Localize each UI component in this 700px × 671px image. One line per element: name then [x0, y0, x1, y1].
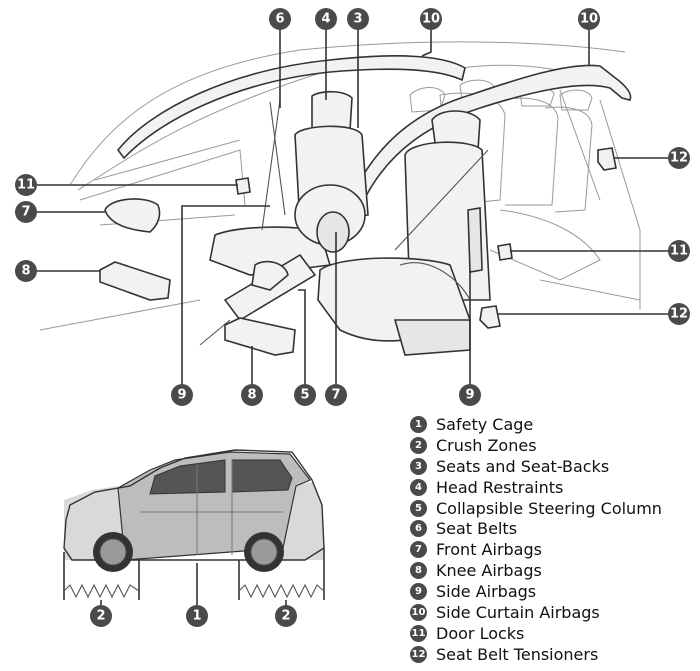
callout-8-a-label: 8	[21, 264, 30, 279]
callout-2-rear-label: 2	[281, 609, 290, 624]
callout-11-b-label: 11	[670, 244, 688, 259]
callout-5: 5	[294, 384, 316, 406]
door-lock-rear	[497, 243, 513, 261]
legend-item-head-restraints: 4 Head Restraints	[410, 477, 695, 498]
tensioner-rear	[597, 147, 617, 171]
front-airbag-passenger	[104, 198, 161, 233]
callout-11-a-label: 11	[17, 178, 35, 193]
callout-7-a: 7	[15, 201, 37, 223]
callout-7-b: 7	[325, 384, 347, 406]
legend-label: Side Airbags	[436, 582, 537, 602]
legend-item-seats: 3 Seats and Seat-Backs	[410, 456, 695, 477]
legend-item-side-curtain-airbags: 10 Side Curtain Airbags	[410, 602, 695, 623]
legend-item-seat-belts: 6 Seat Belts	[410, 518, 695, 539]
steering-column	[199, 184, 366, 346]
callout-12-b-label: 12	[670, 307, 688, 322]
leader-lines	[37, 29, 679, 384]
callout-8-a: 8	[15, 260, 37, 282]
legend-label: Front Airbags	[436, 540, 542, 560]
callout-5-label: 5	[300, 388, 309, 403]
callout-11-a: 11	[15, 174, 37, 196]
callout-6: 6	[269, 8, 291, 30]
front-passenger-seat	[209, 90, 369, 276]
callout-10-b: 10	[578, 8, 600, 30]
legend-number: 10	[410, 603, 427, 621]
callout-3: 3	[347, 8, 369, 30]
callout-4: 4	[315, 8, 337, 30]
legend-item-knee-airbags: 8 Knee Airbags	[410, 560, 695, 581]
legend-label: Seat Belts	[436, 519, 518, 539]
callout-7-a-label: 7	[21, 205, 30, 220]
legend-label: Side Curtain Airbags	[436, 602, 600, 622]
legend-label: Door Locks	[436, 623, 525, 643]
legend-label: Seat Belt Tensioners	[436, 644, 599, 664]
side-airbag-driver	[467, 207, 483, 273]
callout-2-front-label: 2	[96, 609, 105, 624]
callout-1-label: 1	[192, 609, 201, 624]
callout-9-a: 9	[171, 384, 193, 406]
legend-item-belt-tensioners: 12 Seat Belt Tensioners	[410, 644, 695, 665]
callout-8-b: 8	[241, 384, 263, 406]
tensioner-front	[479, 305, 501, 329]
legend-item-crush-zones: 2 Crush Zones	[410, 435, 695, 456]
legend: 1 Safety Cage 2 Crush Zones 3 Seats and …	[410, 414, 695, 665]
callout-2-rear: 2	[275, 605, 297, 627]
legend-number: 8	[410, 562, 427, 580]
callout-10-b-label: 10	[580, 12, 598, 27]
callout-10-a: 10	[420, 8, 442, 30]
legend-label: Seats and Seat-Backs	[436, 456, 610, 476]
legend-number: 3	[410, 457, 427, 475]
callout-10-a-label: 10	[422, 12, 440, 27]
callout-1: 1	[186, 605, 208, 627]
callout-4-label: 4	[321, 12, 330, 27]
legend-label: Knee Airbags	[436, 561, 542, 581]
legend-item-door-locks: 11 Door Locks	[410, 623, 695, 644]
callout-8-b-label: 8	[247, 388, 256, 403]
legend-number: 9	[410, 583, 427, 601]
legend-item-side-airbags: 9 Side Airbags	[410, 581, 695, 602]
car-side-view	[63, 449, 325, 572]
callout-9-a-label: 9	[177, 388, 186, 403]
knee-airbags	[99, 261, 296, 356]
legend-item-steering-column: 5 Collapsible Steering Column	[410, 498, 695, 519]
callout-12-a-label: 12	[670, 151, 688, 166]
driver-seat	[317, 110, 491, 356]
legend-label: Safety Cage	[436, 414, 534, 434]
legend-number: 6	[410, 520, 427, 538]
callout-6-label: 6	[275, 12, 284, 27]
legend-number: 11	[410, 624, 427, 642]
legend-number: 7	[410, 541, 427, 559]
callout-11-b: 11	[668, 240, 690, 262]
legend-number: 12	[410, 645, 427, 663]
legend-number: 5	[410, 499, 427, 517]
legend-label: Crush Zones	[436, 435, 537, 455]
legend-label: Collapsible Steering Column	[436, 498, 662, 518]
legend-number: 1	[410, 415, 427, 433]
legend-number: 2	[410, 436, 427, 454]
callout-12-a: 12	[668, 147, 690, 169]
callout-3-label: 3	[353, 12, 362, 27]
legend-item-front-airbags: 7 Front Airbags	[410, 539, 695, 560]
callout-9-b: 9	[459, 384, 481, 406]
callout-12-b: 12	[668, 303, 690, 325]
legend-item-safety-cage: 1 Safety Cage	[410, 414, 695, 435]
callout-7-b-label: 7	[331, 388, 340, 403]
legend-number: 4	[410, 478, 427, 496]
callout-9-b-label: 9	[465, 388, 474, 403]
legend-label: Head Restraints	[436, 477, 564, 497]
callout-2-front: 2	[90, 605, 112, 627]
door-lock-front	[235, 177, 251, 195]
